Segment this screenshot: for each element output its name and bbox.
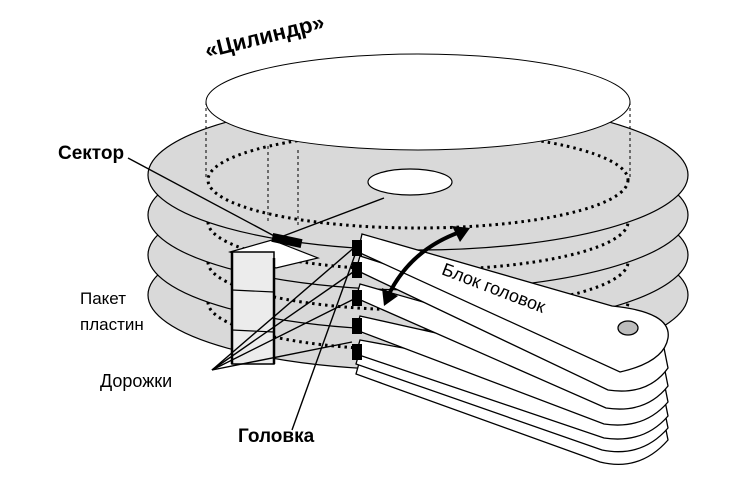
spindle-hole [367, 168, 453, 196]
arm-1 [357, 233, 669, 373]
track-platter-1 [206, 130, 630, 230]
sector-marker [271, 232, 303, 249]
sector-cross-1 [231, 289, 275, 293]
head-arms [355, 233, 669, 466]
heads [352, 240, 362, 360]
leader-tracks-2 [211, 269, 357, 371]
tracks-label: Дорожки [100, 371, 173, 391]
head-3 [352, 290, 362, 306]
head-4 [352, 318, 362, 334]
sector-prism [228, 239, 321, 365]
cylinder-outline [205, 53, 631, 226]
sector-label: Сектор [58, 143, 125, 164]
movement-arrow-head-top [452, 226, 470, 242]
platter-pack-label-line1: Пакет [80, 289, 126, 308]
leader-sector-2 [277, 197, 385, 239]
leader-head [291, 251, 357, 431]
head-5 [352, 344, 362, 360]
platter-pack-label-line2: пластин [80, 315, 144, 334]
leader-sector [127, 157, 279, 239]
pivot-hole [617, 320, 639, 336]
movement-arrow-head-bottom [382, 288, 398, 306]
leader-lines [127, 157, 385, 431]
cylinder-top-ellipse [205, 53, 631, 151]
movement-arrow [382, 226, 470, 306]
head-2 [352, 262, 362, 278]
leader-tracks-1 [211, 245, 357, 371]
head-label: Головка [238, 426, 315, 447]
leader-tracks-3 [211, 297, 357, 371]
sector-front [231, 251, 275, 365]
movement-arrow-curve [386, 230, 461, 297]
head-1 [352, 240, 362, 256]
leader-tracks-4 [211, 341, 353, 371]
